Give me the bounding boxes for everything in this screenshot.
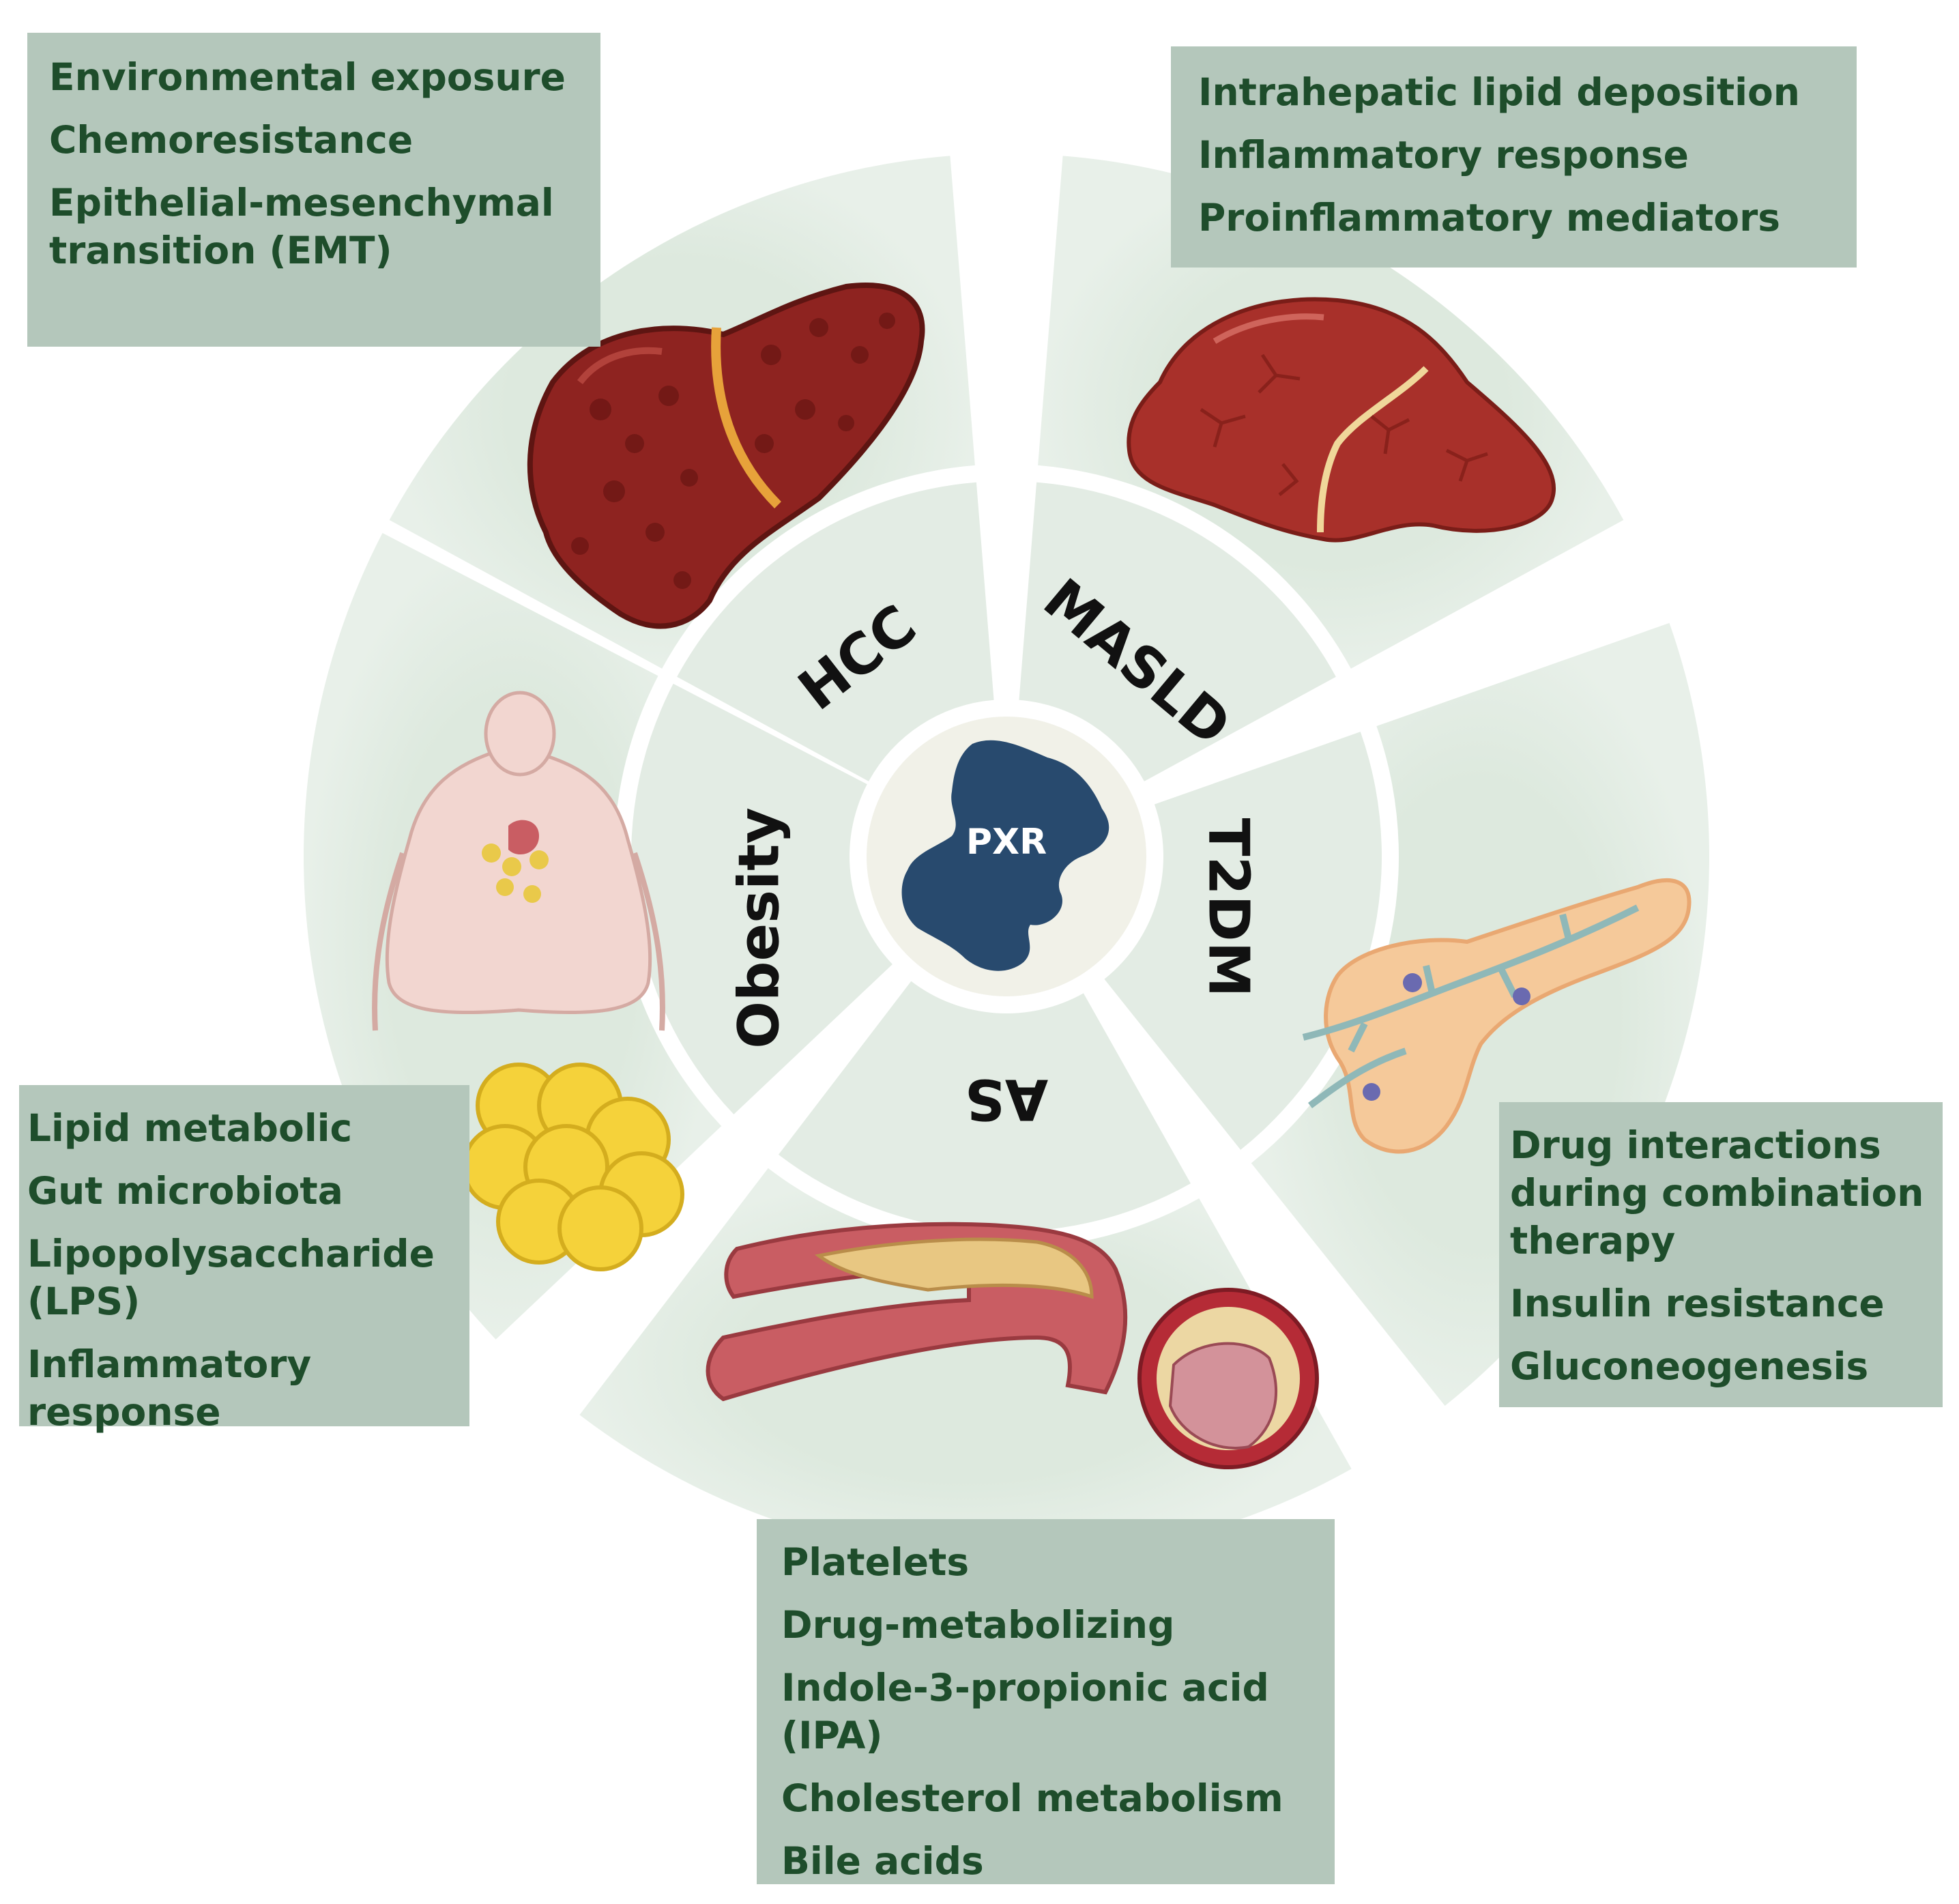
t2dm-factors-list: Drug interactions during combination the… — [1510, 1121, 1929, 1390]
segment-label-obesity: Obesity — [727, 807, 792, 1049]
segment-label-t2dm: T2DM — [1196, 818, 1261, 998]
hcc-factors-box: Environmental exposure Chemoresistance E… — [27, 33, 600, 347]
segment-label-as: AS — [965, 1067, 1049, 1131]
t2dm-factors-box: Drug interactions during combination the… — [1499, 1102, 1943, 1407]
pxr-protein-icon — [901, 740, 1109, 971]
list-item: Gluconeogenesis — [1510, 1344, 1869, 1388]
inner-wedge-as — [778, 981, 1191, 1232]
list-item: Platelets — [781, 1540, 970, 1584]
list-item: Indole-3-propionic acid (IPA) — [781, 1666, 1269, 1757]
list-item: Cholesterol metabolism — [781, 1776, 1283, 1820]
hcc-factors-list: Environmental exposure Chemoresistance E… — [49, 53, 580, 274]
inner-ring — [630, 482, 1382, 1232]
list-item: Inflammatory response — [27, 1342, 312, 1434]
list-item: Inflammatory response — [1198, 133, 1689, 177]
inner-wedge-t2dm — [1104, 732, 1382, 1150]
list-item: Bile acids — [781, 1839, 984, 1883]
atherosclerotic-artery-icon — [706, 1222, 1319, 1469]
fat-cells-icon — [462, 1063, 684, 1271]
obesity-factors-box: Lipid metabolic Gut microbiota Lipopolys… — [19, 1085, 469, 1434]
list-item: Environmental exposure — [49, 55, 566, 99]
list-item: Lipopolysaccharide (LPS) — [27, 1232, 435, 1323]
masld-factors-box: Intrahepatic lipid deposition Inflammato… — [1171, 46, 1857, 268]
list-item: Drug interactions during combination the… — [1510, 1123, 1924, 1263]
list-item: Intrahepatic lipid deposition — [1198, 70, 1800, 114]
cirrhotic-liver-icon — [527, 283, 925, 629]
list-item: Lipid metabolic — [27, 1106, 353, 1150]
list-item: Drug-metabolizing — [781, 1603, 1175, 1647]
obese-body-icon — [372, 691, 665, 1031]
pancreas-icon — [1302, 878, 1692, 1154]
inner-wedge-obesity — [630, 683, 893, 1114]
as-factors-box: Platelets Drug-metabolizing Indole-3-pro… — [757, 1519, 1335, 1884]
inner-wedge-masld — [1019, 482, 1336, 781]
list-item: Proinflammatory mediators — [1198, 196, 1780, 240]
list-item: Chemoresistance — [49, 118, 413, 162]
list-item: Gut microbiota — [27, 1169, 343, 1213]
obesity-factors-list: Lipid metabolic Gut microbiota Lipopolys… — [27, 1104, 456, 1436]
list-item: Insulin resistance — [1510, 1282, 1885, 1325]
fatty-liver-icon — [1127, 297, 1556, 543]
center-label: PXR — [966, 822, 1047, 863]
masld-factors-list: Intrahepatic lipid deposition Inflammato… — [1198, 68, 1836, 242]
as-factors-list: Platelets Drug-metabolizing Indole-3-pro… — [781, 1538, 1321, 1885]
list-item: Epithelial-mesenchymal transition (EMT) — [49, 181, 554, 272]
inner-wedge-hcc — [677, 482, 994, 781]
